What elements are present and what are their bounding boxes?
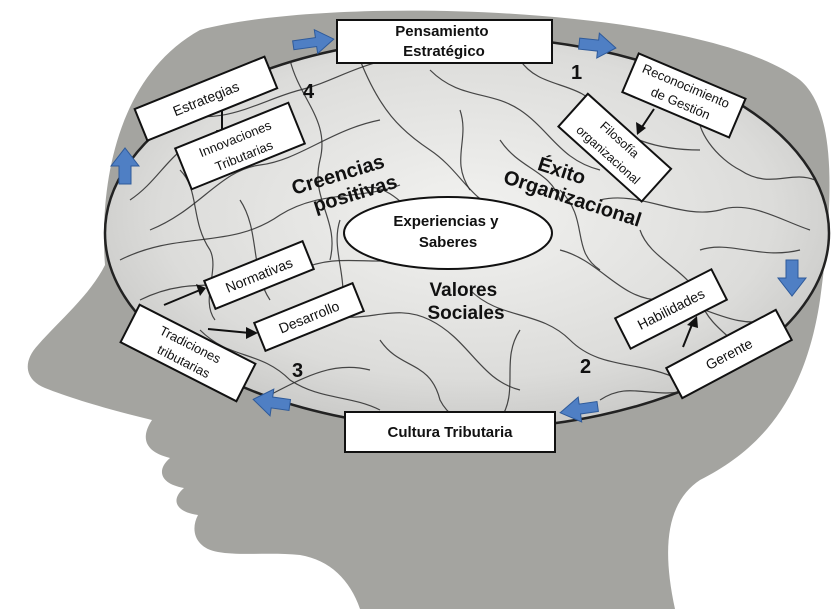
blue-arrow-top (292, 28, 335, 55)
blue-arrow-right (776, 259, 808, 297)
blue-arrows (109, 28, 808, 423)
blue-arrow-left (109, 147, 141, 185)
svg-text:Cultura Tributaria: Cultura Tributaria (387, 424, 513, 441)
center-node-ellipse (343, 196, 553, 270)
thin-arrows (163, 108, 698, 348)
cultura-tributaria-box: Cultura Tributaria (344, 411, 556, 453)
reconocimiento-gestion-box: Reconocimiento de Gestión (621, 52, 747, 139)
valores-sociales-label: Valores Sociales (427, 280, 504, 324)
svg-text:Pensamiento Estratégico: Pensamiento Estratégico (395, 23, 493, 60)
number-1: 1 (571, 62, 582, 84)
number-2: 2 (580, 356, 591, 378)
blue-arrow-bottom-right (559, 396, 599, 423)
number-4: 4 (303, 81, 315, 103)
pensamiento-estrategico-box: Pensamiento Estratégico (336, 19, 553, 64)
experiencias-label: Experiencias y Saberes (393, 213, 502, 251)
blue-arrow-top-right (578, 32, 617, 59)
brain-gyri-lines (119, 54, 816, 429)
number-3: 3 (292, 360, 303, 382)
blue-arrow-bottom-left (252, 388, 292, 417)
